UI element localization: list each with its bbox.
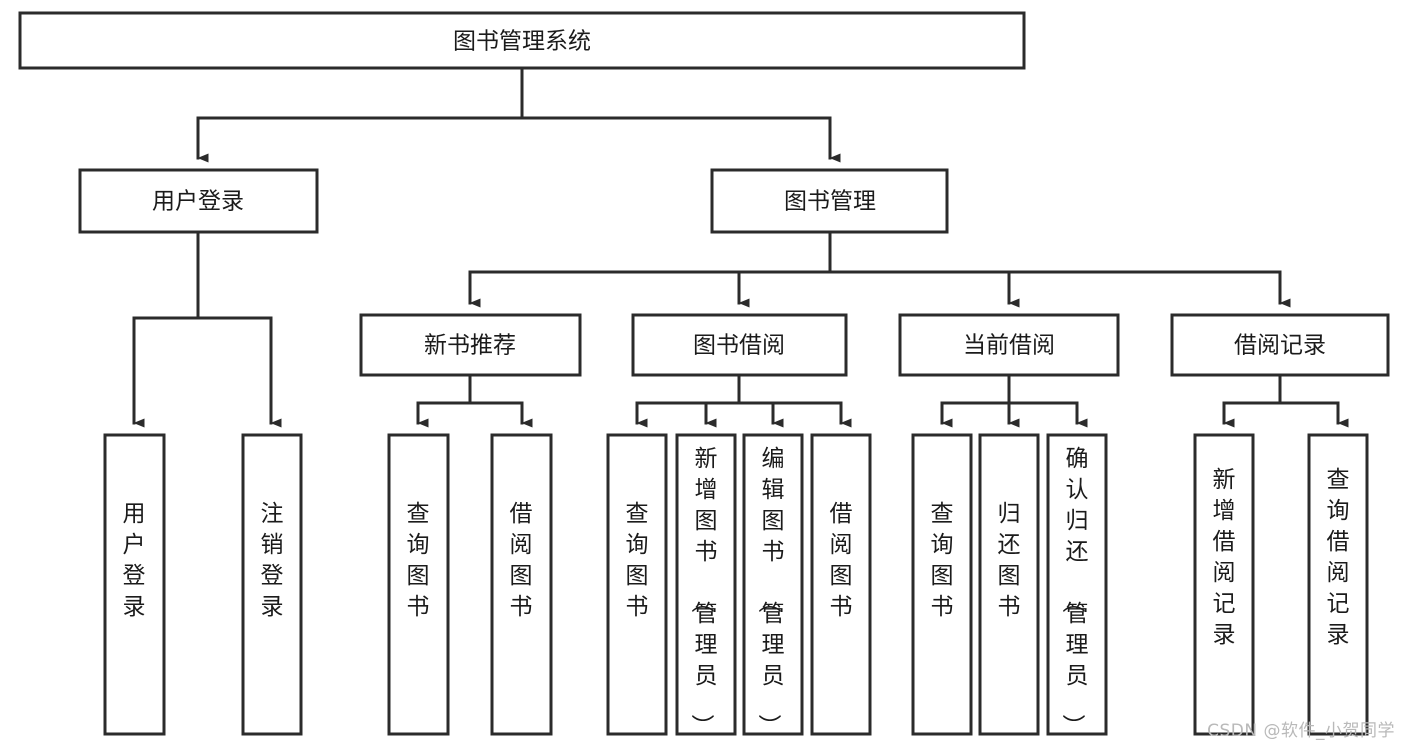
node-book-borrow-box[interactable] bbox=[631, 313, 848, 377]
node-leaf-add-book[interactable]: 新增图书（管理员） bbox=[675, 433, 737, 737]
connector-group-user-login bbox=[132, 230, 282, 428]
node-new-book-recommend-label: 新书推荐 bbox=[424, 333, 516, 359]
node-leaf-query-book-2[interactable]: 查询图书 bbox=[606, 433, 668, 736]
node-leaf-edit-book-box[interactable] bbox=[742, 433, 804, 736]
connector-group-book-borrow bbox=[635, 373, 852, 428]
node-book-manage[interactable]: 图书管理 bbox=[710, 168, 949, 234]
node-leaf-query-book-3-label: 查询图书 bbox=[931, 501, 954, 620]
node-leaf-return-book-box[interactable] bbox=[978, 433, 1040, 736]
node-leaf-borrow-book-1-box[interactable] bbox=[490, 433, 553, 736]
node-leaf-query-record-box[interactable] bbox=[1307, 433, 1369, 736]
connector-group-new-book-recommend bbox=[416, 373, 533, 428]
node-leaf-logout-login-box[interactable] bbox=[241, 433, 303, 736]
node-leaf-query-book-2-box[interactable] bbox=[606, 433, 668, 736]
node-leaf-borrow-book-2-label: 借阅图书 bbox=[830, 501, 853, 620]
node-current-borrow[interactable]: 当前借阅 bbox=[898, 313, 1120, 377]
node-leaf-user-login-label: 用户登录 bbox=[123, 501, 146, 620]
node-book-manage-label: 图书管理 bbox=[784, 189, 876, 215]
node-new-book-recommend-box[interactable] bbox=[359, 313, 582, 377]
connector-group-root bbox=[196, 66, 841, 163]
connector-group-borrow-record bbox=[1222, 373, 1349, 428]
node-leaf-query-book-1-label: 查询图书 bbox=[407, 501, 430, 620]
node-leaf-add-book-label: 新增图书（管理员） bbox=[689, 446, 718, 737]
node-leaf-query-book-1[interactable]: 查询图书 bbox=[387, 433, 450, 736]
node-borrow-record-label: 借阅记录 bbox=[1234, 333, 1326, 359]
node-leaf-return-book-label: 归还图书 bbox=[998, 501, 1021, 620]
node-leaf-confirm-return[interactable]: 确认归还（管理员） bbox=[1046, 433, 1108, 737]
node-leaf-edit-book-label: 编辑图书（管理员） bbox=[756, 446, 785, 737]
node-leaf-add-record[interactable]: 新增借阅记录 bbox=[1193, 433, 1255, 736]
node-book-borrow[interactable]: 图书借阅 bbox=[631, 313, 848, 377]
connector-group-book-manage bbox=[468, 230, 1291, 308]
node-leaf-confirm-return-label: 确认归还（管理员） bbox=[1060, 446, 1089, 737]
node-leaf-edit-book[interactable]: 编辑图书（管理员） bbox=[742, 433, 804, 737]
node-leaf-query-book-1-box[interactable] bbox=[387, 433, 450, 736]
node-user-login-label: 用户登录 bbox=[152, 189, 244, 215]
node-borrow-record[interactable]: 借阅记录 bbox=[1170, 313, 1390, 377]
node-root-box[interactable] bbox=[18, 11, 1026, 70]
node-leaf-logout-login-label: 注销登录 bbox=[261, 501, 284, 620]
node-leaf-query-record[interactable]: 查询借阅记录 bbox=[1307, 433, 1369, 736]
connector-group-current-borrow bbox=[940, 373, 1088, 428]
node-leaf-borrow-book-2[interactable]: 借阅图书 bbox=[810, 433, 872, 736]
node-current-borrow-box[interactable] bbox=[898, 313, 1120, 377]
node-leaf-query-record-label: 查询借阅记录 bbox=[1327, 467, 1350, 648]
node-borrow-record-box[interactable] bbox=[1170, 313, 1390, 377]
node-leaf-borrow-book-1[interactable]: 借阅图书 bbox=[490, 433, 553, 736]
node-leaf-borrow-book-1-label: 借阅图书 bbox=[510, 501, 533, 620]
node-book-borrow-label: 图书借阅 bbox=[693, 333, 785, 359]
node-leaf-user-login[interactable]: 用户登录 bbox=[103, 433, 166, 736]
node-root[interactable]: 图书管理系统 bbox=[18, 11, 1026, 70]
node-root-label: 图书管理系统 bbox=[453, 29, 591, 55]
node-leaf-return-book[interactable]: 归还图书 bbox=[978, 433, 1040, 736]
node-leaf-query-book-3-box[interactable] bbox=[911, 433, 973, 736]
node-new-book-recommend[interactable]: 新书推荐 bbox=[359, 313, 582, 377]
node-leaf-add-book-box[interactable] bbox=[675, 433, 737, 736]
node-book-manage-box[interactable] bbox=[710, 168, 949, 234]
node-leaf-add-record-label: 新增借阅记录 bbox=[1213, 467, 1236, 648]
node-leaf-logout-login[interactable]: 注销登录 bbox=[241, 433, 303, 736]
node-user-login-box[interactable] bbox=[78, 168, 319, 234]
node-current-borrow-label: 当前借阅 bbox=[963, 333, 1055, 359]
node-leaf-user-login-box[interactable] bbox=[103, 433, 166, 736]
node-leaf-confirm-return-box[interactable] bbox=[1046, 433, 1108, 736]
node-leaf-add-record-box[interactable] bbox=[1193, 433, 1255, 736]
node-leaf-borrow-book-2-box[interactable] bbox=[810, 433, 872, 736]
node-user-login[interactable]: 用户登录 bbox=[78, 168, 319, 234]
node-leaf-query-book-3[interactable]: 查询图书 bbox=[911, 433, 973, 736]
node-leaf-query-book-2-label: 查询图书 bbox=[626, 501, 649, 620]
